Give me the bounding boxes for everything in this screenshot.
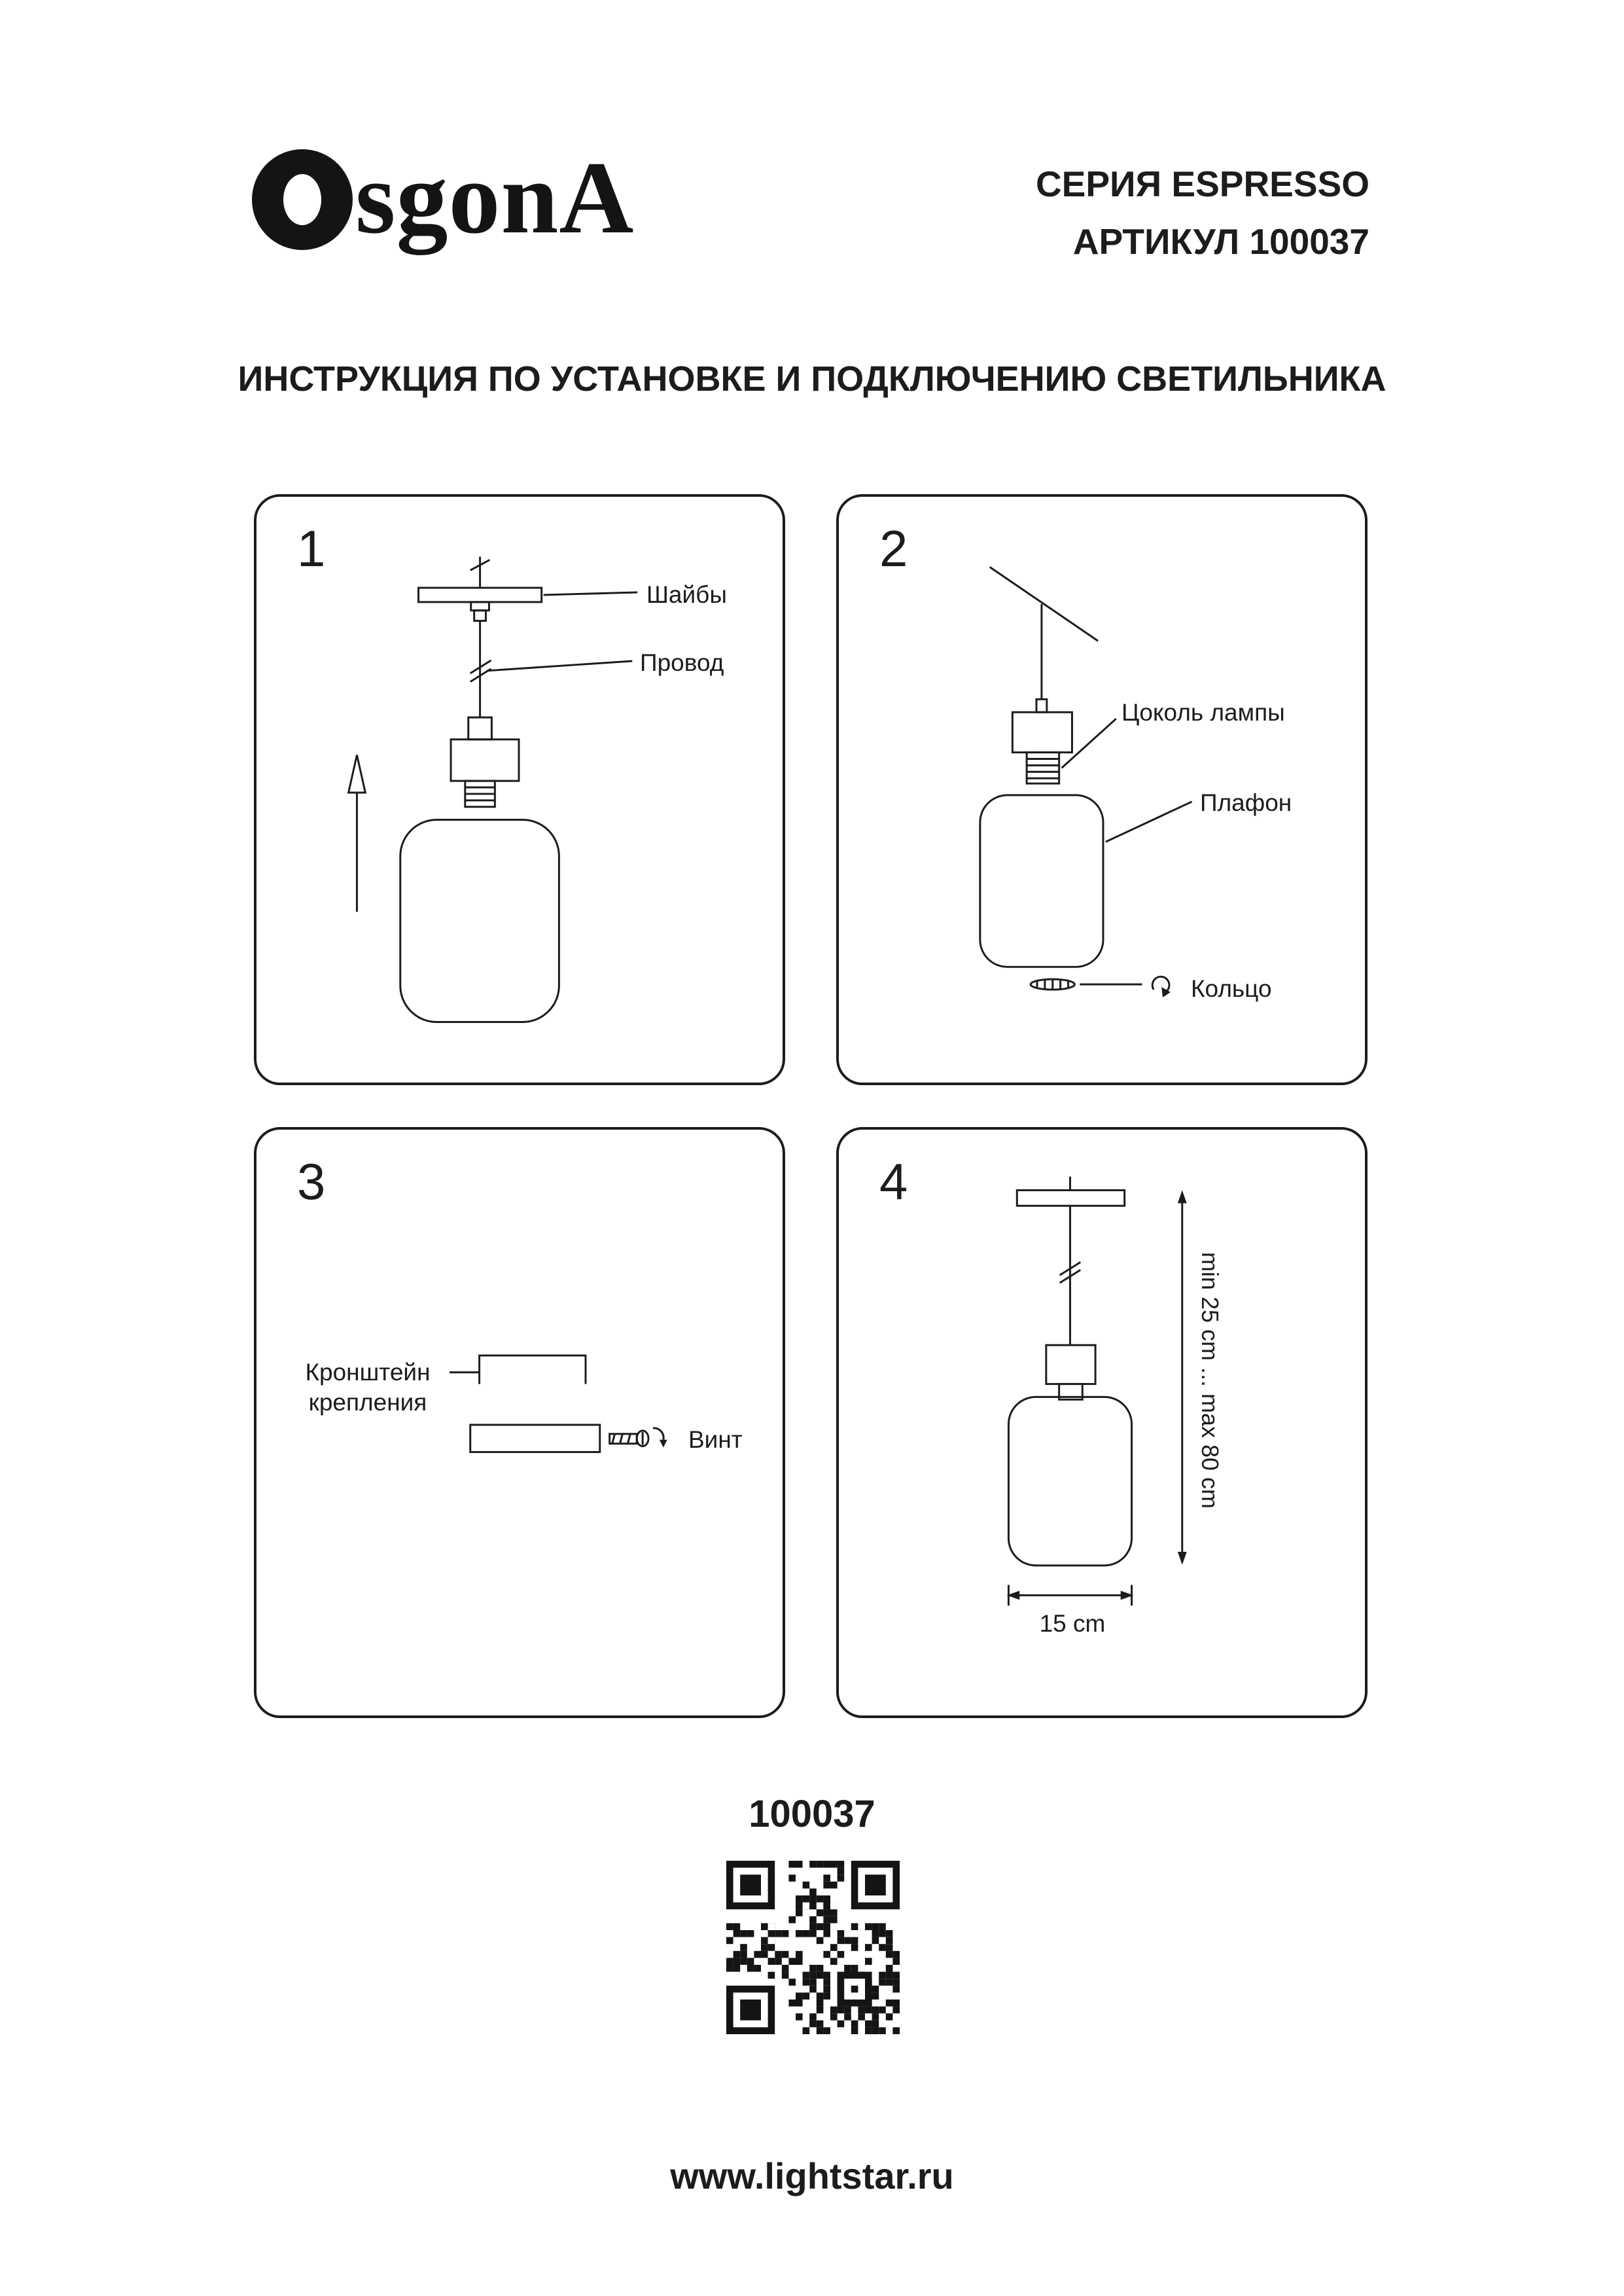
step-number-1: 1 — [297, 520, 326, 577]
step4-drawing — [1006, 1176, 1187, 1606]
mesh-shade — [979, 794, 1104, 968]
label-shade: Плафон — [1200, 789, 1292, 816]
label-bracket-line2: крепления — [308, 1389, 427, 1416]
pointer-socket — [1061, 717, 1117, 769]
label-ring: Кольцо — [1191, 975, 1272, 1002]
width-dimension — [1006, 1585, 1134, 1606]
step-number-3: 3 — [297, 1153, 326, 1210]
cord-connector — [470, 601, 490, 622]
up-arrow-icon — [347, 755, 367, 912]
label-washers: Шайбы — [646, 581, 727, 608]
article-label: АРТИКУЛ 100037 — [1072, 221, 1369, 262]
label-screw: Винт — [688, 1426, 743, 1453]
step-panel-4: 4 min 25 cm ... max 80 cm 15 cm — [836, 1127, 1368, 1718]
pointer-shade — [1105, 800, 1193, 843]
label-bracket-line1: Кронштейн — [305, 1359, 431, 1386]
step1-drawing — [347, 556, 638, 1023]
osgona-logo: sgonA — [252, 141, 635, 255]
cord-break-icon — [1059, 1261, 1082, 1284]
ring — [1029, 978, 1076, 991]
ceiling-plate — [1015, 1189, 1126, 1207]
label-height-range: min 25 cm ... max 80 cm — [1197, 1251, 1224, 1509]
logo-o-counter — [283, 174, 321, 225]
threaded-nipple — [464, 780, 496, 808]
pointer-wire — [487, 660, 633, 672]
label-bracket: Кронштейн крепления — [292, 1357, 443, 1418]
step-panel-3: 3 Кронштейн крепления Винт — [254, 1127, 785, 1718]
bracket-top-view — [478, 1354, 587, 1384]
qr-code — [726, 1861, 900, 2034]
rotate-arrow-icon — [652, 1427, 667, 1448]
ceiling-line — [989, 566, 1099, 642]
step3-drawing — [450, 1354, 667, 1454]
canopy — [467, 716, 493, 741]
rotate-arrow-icon — [1151, 975, 1171, 997]
website-url: www.lightstar.ru — [670, 2155, 954, 2197]
pointer-washers — [543, 591, 638, 596]
mesh-shade — [1007, 1395, 1133, 1567]
socket-dark — [1058, 1383, 1084, 1401]
bracket-front-view — [469, 1424, 601, 1454]
socket-housing — [450, 738, 520, 782]
step-number-4: 4 — [879, 1153, 908, 1210]
header-product-info: СЕРИЯ ESPRESSO АРТИКУЛ 100037 — [1036, 155, 1369, 270]
mesh-shade — [399, 819, 560, 1023]
label-wire: Провод — [640, 649, 724, 676]
socket-housing — [1045, 1344, 1097, 1386]
page-title: ИНСТРУКЦИЯ ПО УСТАНОВКЕ И ПОДКЛЮЧЕНИЮ СВ… — [238, 359, 1386, 399]
cord-connector — [1035, 698, 1048, 713]
label-width: 15 cm — [1039, 1610, 1106, 1637]
step-number-2: 2 — [879, 520, 908, 577]
socket-housing — [1011, 711, 1073, 754]
footer-article-number: 100037 — [749, 1793, 875, 1835]
series-label: СЕРИЯ ESPRESSO — [1035, 164, 1369, 204]
lamp-socket-threads — [1025, 751, 1061, 785]
ceiling-plate — [417, 586, 543, 603]
screw-icon — [609, 1429, 650, 1448]
step2-drawing — [979, 566, 1193, 997]
step-panel-2: 2 Цоколь лампы Плафон Кольцо — [836, 494, 1368, 1085]
step-panel-1: 1 Шайбы Провод — [254, 494, 785, 1085]
height-dimension — [1177, 1190, 1187, 1565]
logo-text: sgonA — [355, 141, 635, 255]
logo-o-icon — [252, 149, 353, 250]
ceiling-screw-icon — [470, 556, 491, 588]
label-socket: Цоколь лампы — [1121, 699, 1285, 726]
